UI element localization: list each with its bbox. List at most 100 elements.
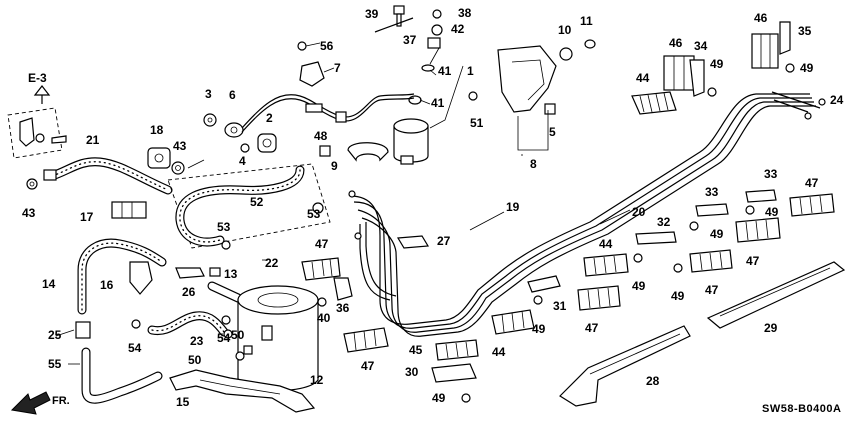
front-label: FR. bbox=[52, 395, 70, 407]
bolt-50b-part bbox=[235, 351, 245, 361]
callout-c47e: 47 bbox=[585, 321, 599, 335]
clip-cluster-47d bbox=[689, 249, 733, 273]
callout-c49h: 49 bbox=[432, 391, 446, 405]
callout-c15: 15 bbox=[176, 395, 190, 409]
clip-cluster-47e bbox=[577, 285, 621, 311]
callout-c4: 4 bbox=[239, 154, 246, 168]
callout-c25: 25 bbox=[48, 328, 62, 342]
callout-c50a: 50 bbox=[231, 328, 245, 342]
callout-c34: 34 bbox=[694, 39, 708, 53]
callout-c35: 35 bbox=[798, 24, 812, 38]
callout-c32: 32 bbox=[657, 215, 671, 229]
canister-12-part bbox=[237, 285, 319, 391]
grommet-10-part bbox=[559, 47, 573, 61]
bolt-51-part bbox=[468, 91, 478, 101]
callout-c3: 3 bbox=[205, 87, 212, 101]
bracket-33a-part bbox=[695, 203, 729, 217]
bolt-48-part bbox=[319, 145, 331, 157]
callout-c27: 27 bbox=[437, 234, 451, 248]
clamp-53b-part bbox=[312, 202, 324, 214]
callout-c23: 23 bbox=[190, 334, 204, 348]
callout-c56: 56 bbox=[320, 39, 334, 53]
fitting-6-part bbox=[224, 122, 244, 138]
callout-c28: 28 bbox=[646, 374, 660, 388]
callout-c49g: 49 bbox=[532, 322, 546, 336]
clip-cluster-46a bbox=[663, 55, 695, 91]
clip-part bbox=[35, 133, 45, 143]
clamp-7-part bbox=[299, 61, 325, 87]
callout-c47b: 47 bbox=[805, 176, 819, 190]
callout-c19: 19 bbox=[506, 200, 520, 214]
clip-5-part bbox=[544, 103, 556, 115]
clip-cluster-44a bbox=[631, 91, 677, 115]
clip-cluster-44c bbox=[491, 309, 535, 335]
hose-21 bbox=[43, 157, 173, 195]
hose-clamp-43b bbox=[171, 161, 185, 175]
bolt-49b-part bbox=[785, 63, 795, 73]
clamp-53a-part bbox=[221, 240, 231, 250]
bracket-33b-part bbox=[745, 189, 777, 203]
nut-11-part bbox=[584, 39, 596, 49]
callout-c42: 42 bbox=[451, 22, 465, 36]
section-reference-label: E-3 bbox=[28, 71, 47, 85]
filler-hose-14 bbox=[77, 238, 167, 315]
clip-cluster-47b bbox=[789, 193, 835, 217]
guard-28-part bbox=[559, 325, 691, 407]
bracket-36-part bbox=[333, 277, 353, 301]
bracket-32-part bbox=[635, 231, 677, 245]
callout-c22: 22 bbox=[265, 256, 279, 270]
bracket-30-part bbox=[431, 363, 477, 383]
callout-c17: 17 bbox=[80, 210, 94, 224]
callout-c55: 55 bbox=[48, 357, 62, 371]
callout-c26: 26 bbox=[182, 285, 196, 299]
clip-cluster-47a bbox=[301, 257, 341, 281]
callout-c49c: 49 bbox=[765, 205, 779, 219]
bolt-49d-part bbox=[689, 221, 699, 231]
callout-c47a: 47 bbox=[315, 237, 329, 251]
callout-c8: 8 bbox=[530, 157, 537, 171]
coupler-25-part bbox=[75, 321, 91, 339]
diagram-reference-code: SW58-B0400A bbox=[762, 403, 841, 415]
line-coupler bbox=[305, 103, 323, 113]
callout-c13: 13 bbox=[224, 267, 238, 281]
nut-38-part bbox=[432, 9, 442, 19]
callout-c49e: 49 bbox=[632, 279, 646, 293]
callout-c49d: 49 bbox=[710, 227, 724, 241]
callout-c21: 21 bbox=[86, 133, 100, 147]
clip-54a-part bbox=[131, 319, 141, 329]
bolt-50a-part bbox=[223, 329, 233, 339]
callout-c54a: 54 bbox=[128, 341, 142, 355]
bolt-40-part bbox=[317, 297, 327, 307]
callout-c7: 7 bbox=[334, 61, 341, 75]
callout-c36: 36 bbox=[336, 301, 350, 315]
bracket-35-part bbox=[779, 21, 791, 55]
valve-26-part bbox=[175, 267, 205, 279]
bracket-31-part bbox=[527, 275, 561, 293]
pipe-end-b bbox=[354, 232, 362, 240]
callout-c11: 11 bbox=[580, 14, 593, 28]
callout-c43a: 43 bbox=[173, 139, 187, 153]
hose-23 bbox=[147, 311, 229, 337]
clip-cluster-46b bbox=[751, 33, 779, 69]
bolt-37-part bbox=[427, 37, 441, 49]
callout-c18: 18 bbox=[150, 123, 164, 137]
callout-c45: 45 bbox=[409, 343, 423, 357]
callout-c31: 31 bbox=[553, 299, 567, 313]
filler-pipe-55 bbox=[81, 347, 163, 404]
callout-c20: 20 bbox=[632, 205, 646, 219]
callout-labels: 39 38 42 37 41 41 1 56 7 3 6 2 4 18 43 4… bbox=[22, 6, 844, 409]
callout-c44a: 44 bbox=[636, 71, 650, 85]
callout-c29: 29 bbox=[764, 321, 778, 335]
bolt-49f-part bbox=[673, 263, 683, 273]
callout-c9: 9 bbox=[331, 159, 338, 173]
callout-c52: 52 bbox=[250, 195, 264, 209]
guard-29-part bbox=[706, 261, 846, 329]
clamp-bracket-part bbox=[19, 117, 35, 147]
callout-c12: 12 bbox=[310, 373, 324, 387]
callout-c47d: 47 bbox=[705, 283, 719, 297]
washer-3-part bbox=[203, 113, 217, 127]
callout-c33a: 33 bbox=[705, 185, 719, 199]
bracket-8-part bbox=[497, 45, 557, 113]
clip-cluster-44b bbox=[583, 253, 629, 277]
detail-dashed-box bbox=[7, 107, 63, 159]
